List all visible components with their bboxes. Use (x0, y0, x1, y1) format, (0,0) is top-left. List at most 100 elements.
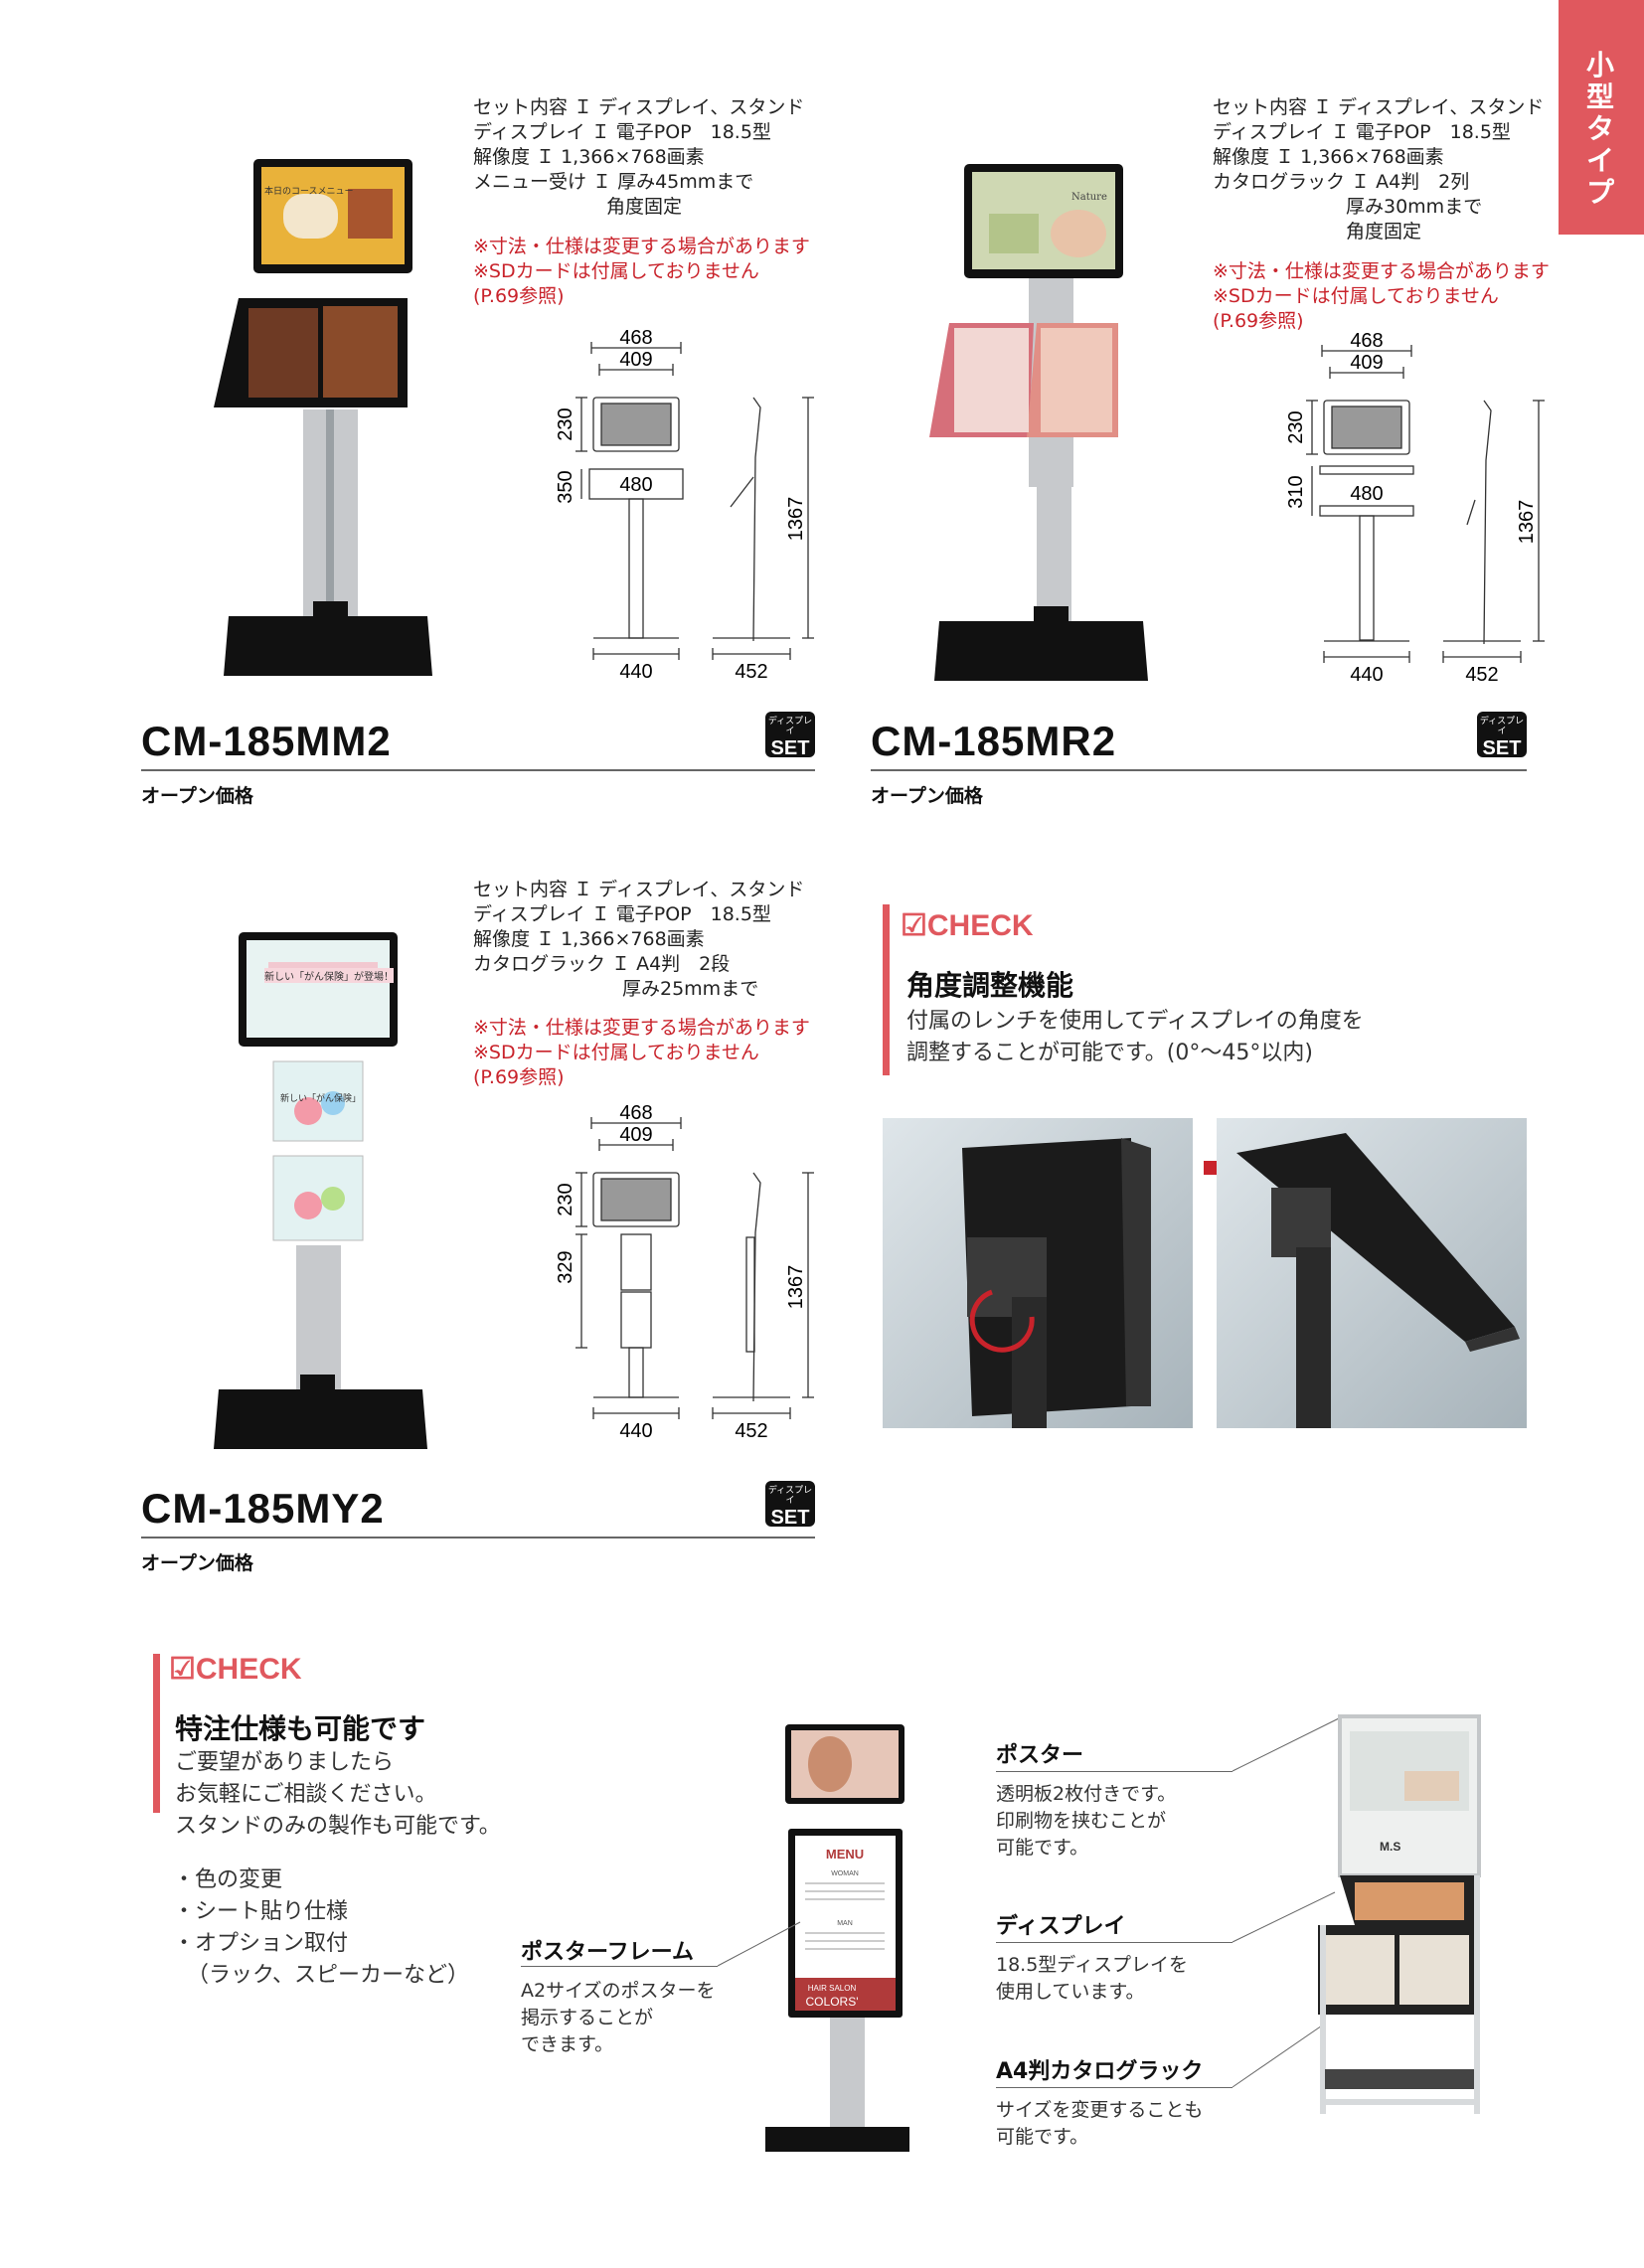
check-body: 付属のレンチを使用してディスプレイの角度を 調整することが可能です。(0°～45… (906, 1006, 1364, 1069)
dim-base-side: 452 (735, 661, 767, 683)
check-body-line: お気軽にご相談ください。 (175, 1782, 437, 1807)
model-name-mr2: CM-185MR2 (871, 718, 1117, 764)
screen-text-my2: 新しい「がん保険」が登場！ (264, 968, 394, 983)
option-list-item: ・色の変更 (173, 1867, 283, 1892)
spec-line: 解像度 Ｉ 1,366×768画素 (473, 928, 705, 950)
check-body: ご要望がありましたら お気軽にご相談ください。 スタンドのみの製作も可能です。 (175, 1747, 501, 1843)
dim-rack-height: 310 (1285, 475, 1307, 508)
dim-display-height: 230 (555, 1183, 576, 1215)
dim-total-height: 1367 (1516, 500, 1538, 545)
specs-my2: セット内容 Ｉ ディスプレイ、スタンド ディスプレイ Ｉ 電子POP 18.5型… (473, 878, 804, 1002)
callout-heading-display: ディスプレイ (996, 1914, 1126, 1939)
callout-body-line: A2サイズのポスターを (521, 1980, 716, 2002)
dim-rack-width: 480 (1350, 483, 1383, 505)
spec-line: 解像度 Ｉ 1,366×768画素 (1213, 146, 1444, 168)
callout-body-line: できます。 (521, 2033, 614, 2055)
callout-heading-poster: ポスター (996, 1743, 1084, 1768)
spec-line: 角度固定 (1346, 221, 1422, 243)
spec-line: メニュー受け Ｉ 厚み45mmまで (473, 171, 754, 193)
spec-line: セット内容 Ｉ ディスプレイ、スタンド (1213, 96, 1545, 118)
divider (141, 769, 815, 771)
callout-body-line: 透明板2枚付きです。 (996, 1783, 1177, 1805)
callout-leader (1232, 1891, 1336, 1943)
check-label: ☑CHECK (169, 1653, 302, 1686)
note-line: (P.69参照) (473, 1066, 565, 1088)
dim-rack-height: 329 (555, 1250, 576, 1283)
callout-body-line: 使用しています。 (996, 1981, 1145, 2003)
callout-leader (1232, 2023, 1326, 2088)
callout-body-line: 掲示することが (521, 2007, 654, 2028)
poster-frame-stand-photo: MENU WOMAN MAN HAIR SALON COLORS' (765, 1724, 909, 2152)
dim-base-front: 440 (1350, 664, 1383, 686)
check-label: ☑CHECK (901, 909, 1034, 942)
spec-line: カタログラック Ｉ A4判 2列 (1213, 171, 1470, 193)
model-name-my2: CM-185MY2 (141, 1485, 385, 1532)
check-body-line: 調整することが可能です。(0°～45°以内) (906, 1041, 1313, 1065)
check-heading: 角度調整機能 (906, 969, 1074, 1002)
spec-line: 解像度 Ｉ 1,366×768画素 (473, 146, 705, 168)
note-line: ※SDカードは付属しておりません (473, 1042, 759, 1063)
note-line: ※寸法・仕様は変更する場合があります (473, 1017, 810, 1039)
callout-body-line: 可能です。 (996, 2126, 1089, 2148)
screen-text-mr2: Nature (1071, 192, 1107, 203)
callout-line (996, 1771, 1233, 1772)
check-heading: 特注仕様も可能です (175, 1712, 426, 1745)
menu-salon-name: COLORS' (806, 1995, 859, 2009)
spec-line: ディスプレイ Ｉ 電子POP 18.5型 (473, 121, 771, 143)
dim-display-height: 230 (1285, 410, 1307, 443)
dimension-drawing-mm2: 468 409 480 230 350 1367 440 452 (555, 328, 814, 683)
spec-line: 厚み25mmまで (622, 978, 759, 1000)
callout-line (521, 1966, 718, 1967)
callout-body-display: 18.5型ディスプレイを 使用しています。 (996, 1952, 1188, 2006)
notes-my2: ※寸法・仕様は変更する場合があります ※SDカードは付属しておりません (P.6… (473, 1016, 810, 1090)
spec-line: カタログラック Ｉ A4判 2段 (473, 953, 731, 975)
dim-base-front: 440 (619, 1420, 652, 1442)
notes-mr2: ※寸法・仕様は変更する場合があります ※SDカードは付属しておりません (P.6… (1213, 259, 1550, 334)
dim-top-outer: 468 (1350, 331, 1383, 352)
dim-top-outer: 468 (619, 328, 652, 349)
category-tab-label: 小型タイプ (1585, 49, 1614, 209)
callout-body-line: 可能です。 (996, 1837, 1089, 1859)
product-photo-mm2 (214, 159, 432, 676)
callout-body-line: 18.5型ディスプレイを (996, 1954, 1188, 1976)
menu-title: MENU (826, 1847, 864, 1862)
option-list: ・色の変更 ・シート貼り仕様 ・オプション取付 （ラック、スピーカーなど） (173, 1864, 469, 1992)
spec-line: ディスプレイ Ｉ 電子POP 18.5型 (1213, 121, 1511, 143)
divider (141, 1537, 815, 1539)
model-name-mm2: CM-185MM2 (141, 718, 392, 764)
dim-display-height: 230 (555, 407, 576, 440)
note-line: ※SDカードは付属しておりません (1213, 285, 1499, 307)
menu-woman: WOMAN (831, 1870, 859, 1877)
category-tab: 小型タイプ (1559, 0, 1644, 235)
check-accent-bar (153, 1654, 160, 1813)
callout-body-line: サイズを変更することも (996, 2099, 1204, 2121)
spec-line: セット内容 Ｉ ディスプレイ、スタンド (473, 96, 805, 118)
dim-top-inner: 409 (619, 1124, 652, 1146)
screen-text-mm2: 本日のコースメニュー (264, 187, 354, 197)
check-body-line: 付属のレンチを使用してディスプレイの角度を (906, 1009, 1364, 1034)
dim-total-height: 1367 (785, 1265, 807, 1310)
callout-body-poster: 透明板2枚付きです。 印刷物を挟むことが 可能です。 (996, 1781, 1176, 1862)
spec-line: 角度固定 (606, 196, 683, 218)
price-mm2: オープン価格 (141, 785, 253, 807)
note-line: ※寸法・仕様は変更する場合があります (1213, 260, 1550, 282)
check-body-line: ご要望がありましたら (175, 1750, 395, 1775)
option-list-item: （ラック、スピーカーなど） (187, 1963, 470, 1988)
dim-top-inner: 409 (619, 349, 652, 371)
check-body-line: スタンドのみの製作も可能です。 (175, 1814, 501, 1839)
notes-mm2: ※寸法・仕様は変更する場合があります ※SDカードは付属しておりません (P.6… (473, 235, 810, 309)
custom-stand-photo: M.S (1318, 1714, 1481, 2114)
dim-base-side: 452 (735, 1420, 767, 1442)
dimension-drawing-mr2: 468 409 480 230 310 1367 440 452 (1285, 331, 1545, 686)
note-line: ※寸法・仕様は変更する場合があります (473, 236, 810, 257)
brand-logo: M.S (1380, 1840, 1400, 1854)
poster-frame-body: A2サイズのポスターを 掲示することが できます。 (521, 1978, 716, 2058)
menu-man: MAN (837, 1920, 853, 1927)
angle-photo-before (883, 1118, 1193, 1428)
option-list-item: ・オプション取付 (173, 1931, 349, 1956)
product-photo-my2 (214, 932, 427, 1449)
spec-line: 厚み30mmまで (1346, 196, 1483, 218)
